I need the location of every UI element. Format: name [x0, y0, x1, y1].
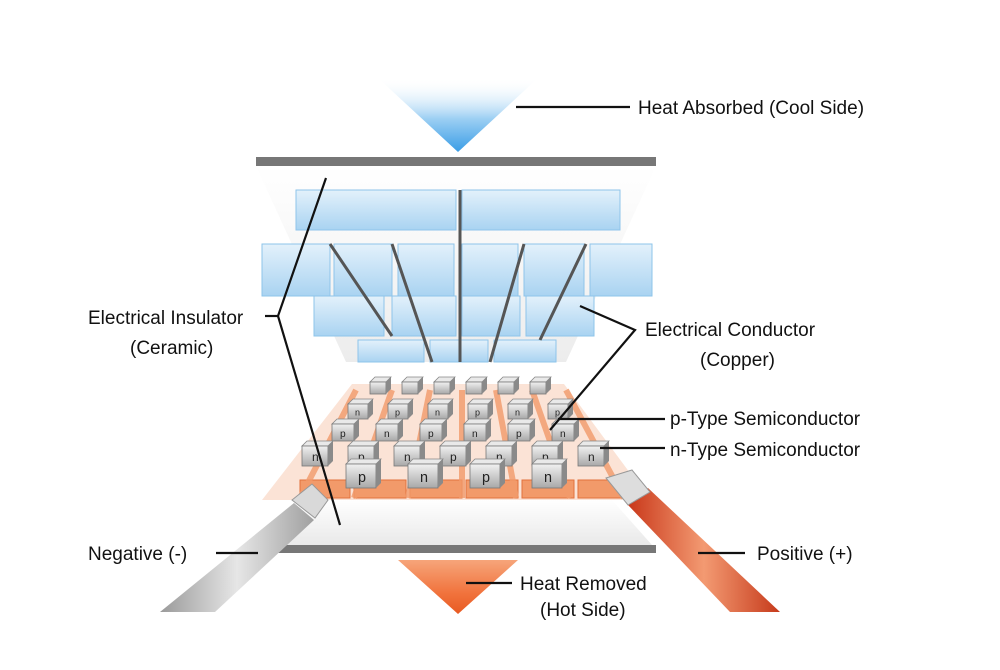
top-copper-tile — [525, 295, 595, 337]
semiconductor-pellet: p — [439, 440, 472, 467]
positive-label: Positive (+) — [757, 544, 853, 565]
semiconductor-pellet — [465, 376, 488, 395]
pellet-type-letter: p — [542, 450, 549, 464]
pellet-type-letter: n — [515, 407, 520, 417]
pellet-type-letter: p — [428, 429, 434, 440]
pellet-type-letter: n — [404, 450, 411, 464]
pellet-type-letter: n — [312, 450, 319, 464]
top-copper-tile — [391, 295, 457, 337]
ceramic-label: (Ceramic) — [130, 338, 213, 359]
pellet-type-letter: p — [358, 450, 365, 464]
top-copper-conductors — [261, 189, 653, 363]
pellet-type-letter: p — [555, 407, 560, 417]
semiconductor-pellet: n — [463, 418, 492, 442]
semiconductor-pellet: p — [419, 418, 448, 442]
pellet-type-letter: p — [516, 429, 522, 440]
hot-side-label: (Hot Side) — [540, 600, 626, 621]
pellet-type-letter: p — [340, 429, 346, 440]
pellet-type-letter: p — [450, 450, 457, 464]
plate-strut — [328, 243, 394, 337]
semiconductor-pellet — [497, 376, 520, 395]
top-copper-tile — [333, 243, 393, 297]
semiconductor-pellet: n — [577, 440, 610, 467]
positive-wire — [605, 469, 780, 612]
pellet-type-letter: n — [560, 429, 566, 440]
pellet-type-letter: n — [588, 450, 595, 464]
cool-side-arrow-icon — [378, 78, 538, 152]
semiconductor-pellet: p — [387, 398, 414, 420]
heat-absorbed-label: Heat Absorbed (Cool Side) — [638, 98, 864, 119]
top-copper-tile — [589, 243, 653, 297]
pellet-type-letter: p — [475, 407, 480, 417]
electrical-conductor-label: Electrical Conductor — [645, 320, 816, 341]
top-copper-tile — [461, 243, 519, 297]
semiconductor-pellet: n — [301, 440, 334, 467]
pellet-type-letter: p — [395, 407, 400, 417]
semiconductor-pellet: n — [531, 458, 568, 489]
pellet-type-letter: n — [472, 429, 478, 440]
semiconductor-pellet: p — [507, 418, 536, 442]
pellet-type-letter: p — [358, 470, 366, 486]
semiconductor-pellet — [369, 376, 392, 395]
semiconductor-pellet — [401, 376, 424, 395]
semiconductor-pellet: p — [547, 398, 574, 420]
pellet-type-letter: n — [355, 407, 360, 417]
hot-side-arrow-icon — [398, 560, 518, 614]
top-copper-tile — [357, 339, 425, 363]
n-type-label: n-Type Semiconductor — [670, 440, 861, 461]
top-copper-tile — [461, 189, 621, 231]
semiconductor-pellet — [529, 376, 552, 395]
top-copper-tile — [313, 295, 385, 337]
semiconductor-pellet: n — [507, 398, 534, 420]
leader-lines — [216, 105, 745, 585]
semiconductor-pellet: p — [345, 458, 382, 489]
pellet-type-letter: p — [482, 470, 490, 486]
semiconductor-pellet: n — [347, 398, 374, 420]
semiconductor-pellet: n — [375, 418, 404, 442]
p-type-label: p-Type Semiconductor — [670, 409, 861, 430]
semiconductor-pellet: p — [331, 418, 360, 442]
semiconductor-pellet: p — [469, 458, 506, 489]
pellet-type-letter: n — [435, 407, 440, 417]
pellet-type-letter: n — [384, 429, 390, 440]
heat-removed-label: Heat Removed — [520, 574, 647, 595]
top-copper-tile — [493, 339, 557, 363]
top-copper-tile — [461, 295, 521, 337]
pellet-type-letter: n — [420, 470, 428, 486]
copper-label: (Copper) — [700, 350, 775, 371]
pellet-type-letter: n — [496, 450, 503, 464]
negative-label: Negative (-) — [88, 544, 187, 565]
pellet-type-letter: n — [544, 470, 552, 486]
semiconductor-pellet — [433, 376, 456, 395]
plate-strut — [538, 243, 588, 341]
electrical-insulator-label: Electrical Insulator — [88, 308, 244, 329]
negative-wire — [160, 483, 329, 612]
plate-strut — [488, 243, 526, 363]
top-copper-tile — [261, 243, 331, 297]
top-copper-tile — [295, 189, 457, 231]
semiconductor-pellet: n — [427, 398, 454, 420]
semiconductor-pellet: p — [467, 398, 494, 420]
semiconductor-pellet: n — [407, 458, 444, 489]
plate-strut — [390, 243, 434, 363]
bottom-ceramic-plate — [256, 500, 656, 553]
